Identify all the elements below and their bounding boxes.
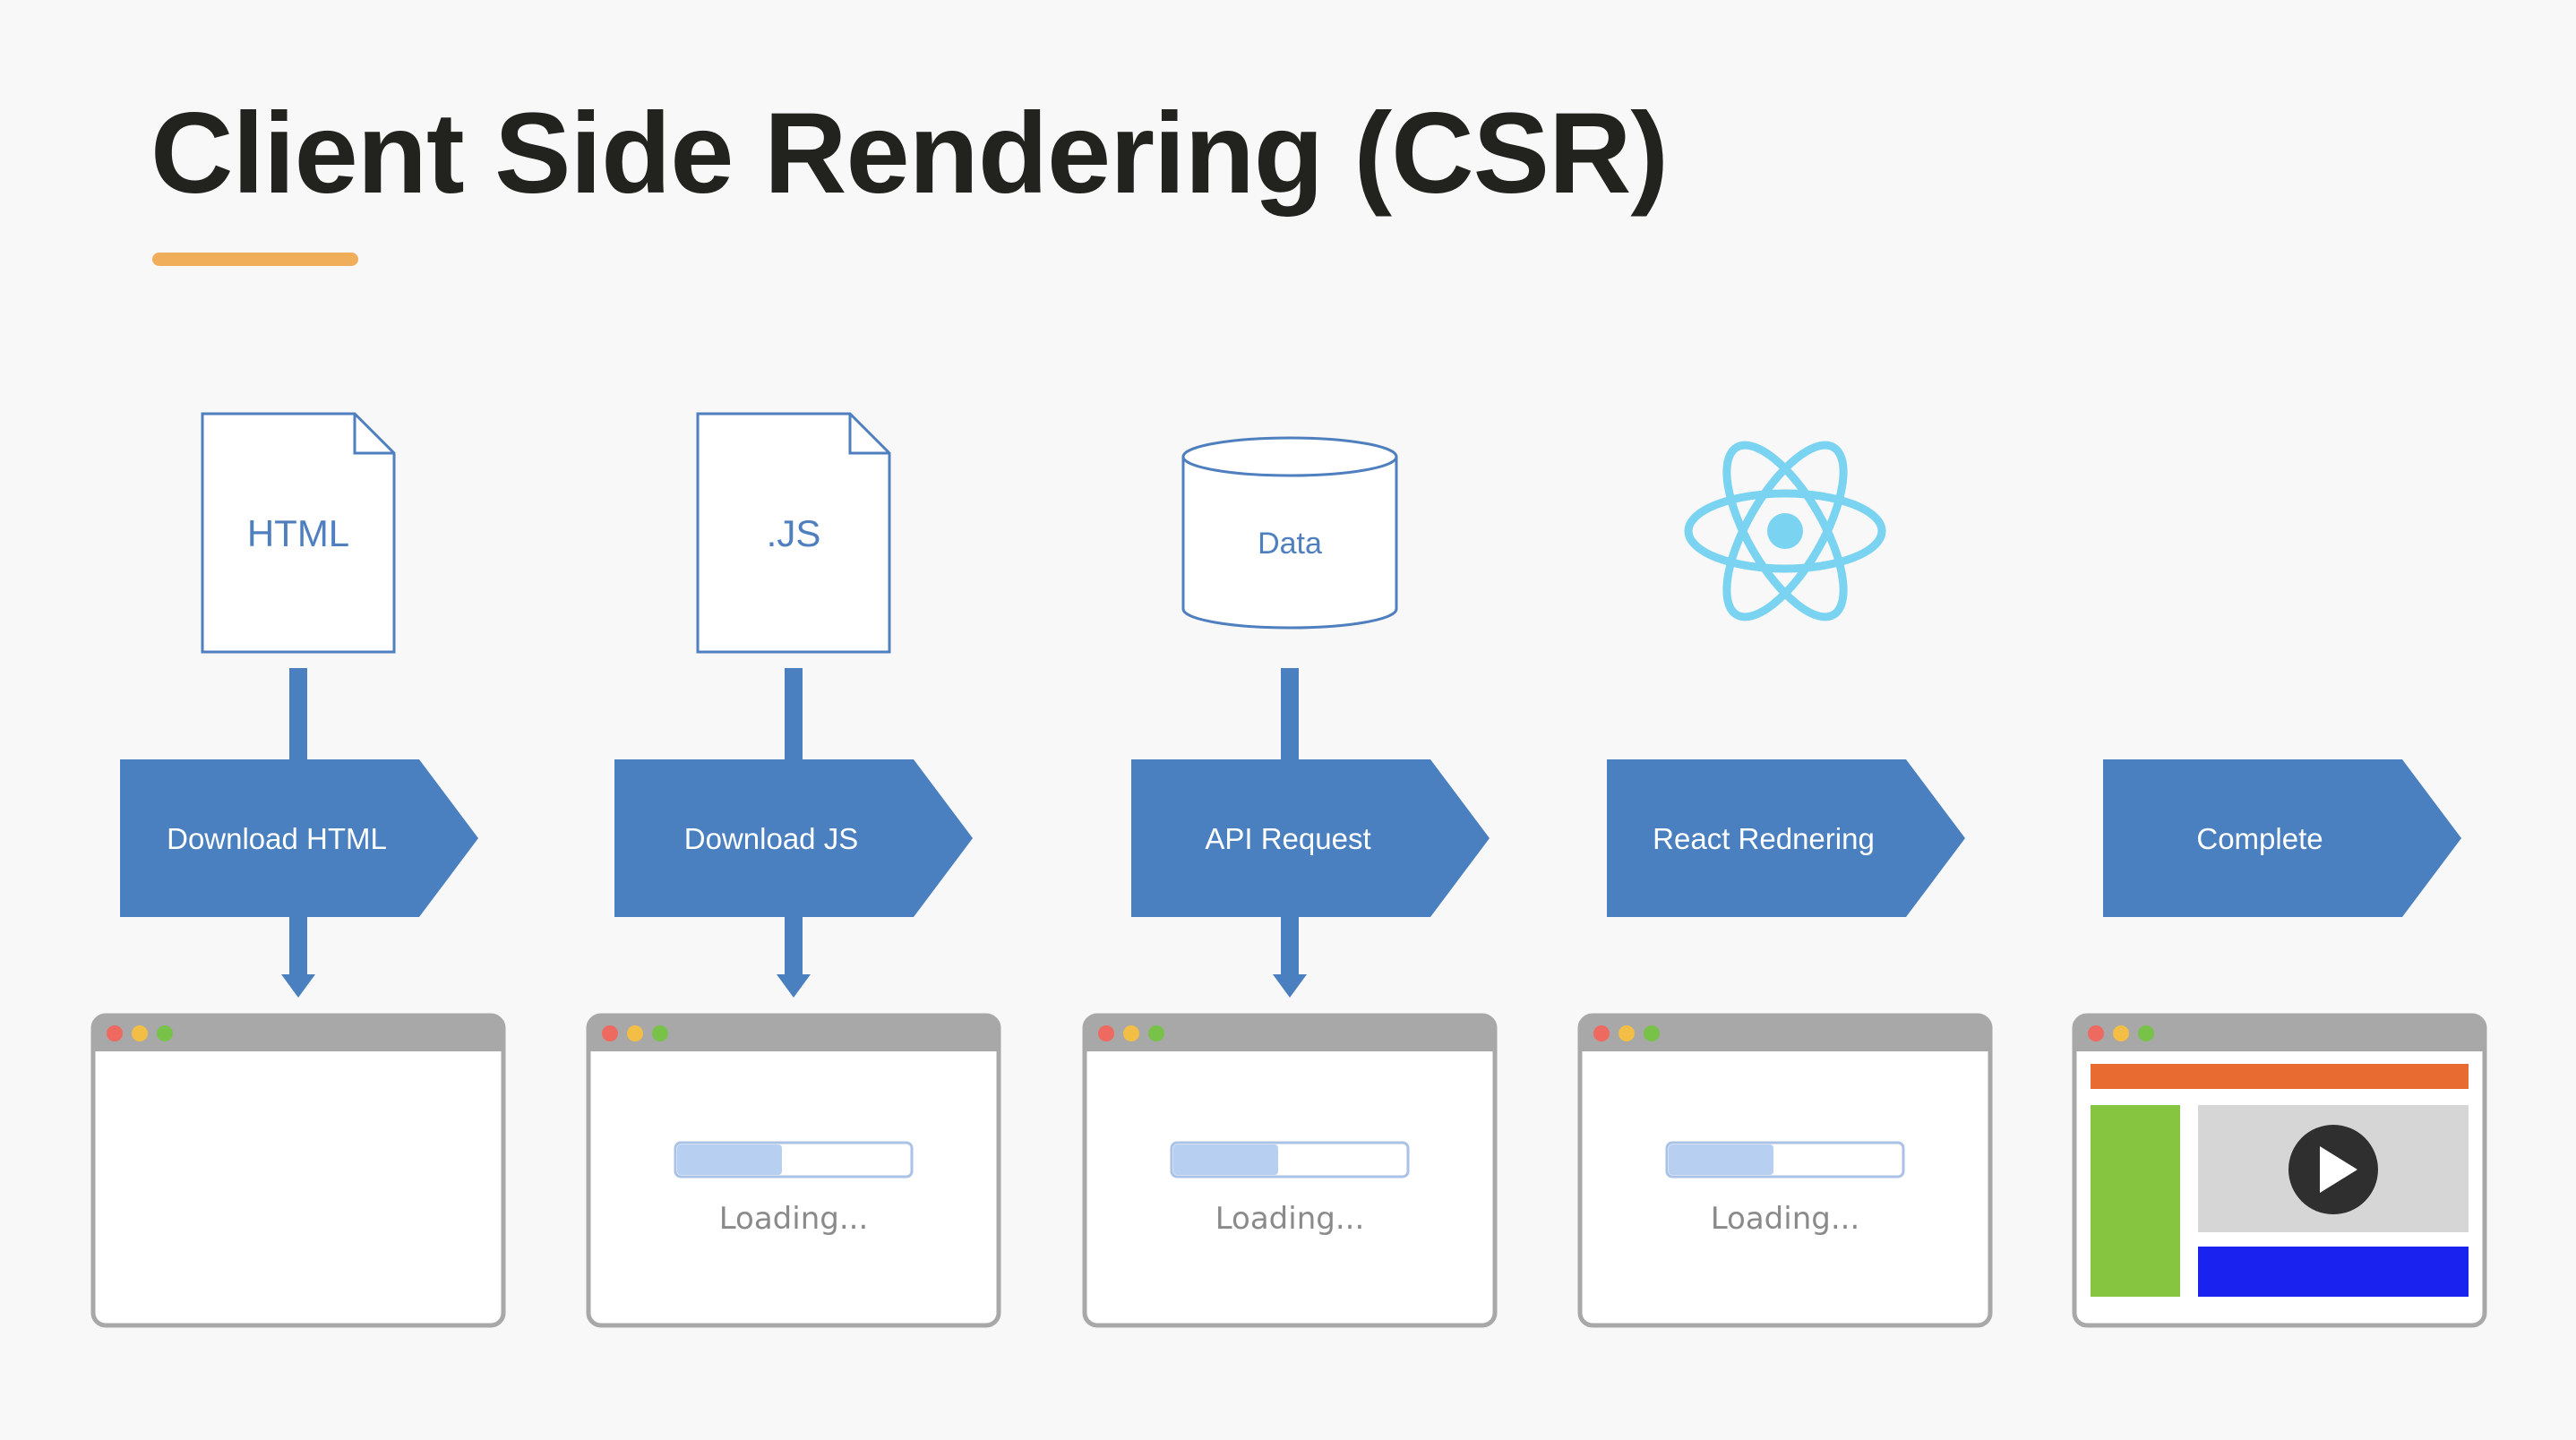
browser-window	[90, 1013, 506, 1328]
window-frame	[90, 1013, 506, 1328]
step-arrow	[1607, 759, 1965, 917]
maximize-dot	[1148, 1025, 1164, 1041]
progress-bar-fill	[1173, 1144, 1278, 1175]
down-arrow-head	[777, 974, 811, 998]
step-4: React RedneringLoading...	[1577, 441, 1993, 1328]
page-sidebar-block	[2091, 1105, 2180, 1297]
progress-bar-fill	[1669, 1144, 1773, 1175]
window-titlebar	[93, 1016, 503, 1051]
loading-label: Loading...	[719, 1201, 869, 1237]
step-2: .JS Download JS Loading...	[586, 412, 1001, 1328]
loading-label: Loading...	[1215, 1201, 1365, 1237]
down-arrow	[281, 917, 315, 998]
js-file-icon: .JS	[696, 412, 891, 654]
database-body	[1181, 457, 1398, 630]
database-icon: Data	[1181, 436, 1398, 630]
minimize-dot	[627, 1025, 643, 1041]
database-label: Data	[1258, 527, 1322, 561]
minimize-dot	[2113, 1025, 2129, 1041]
down-arrow-head	[1273, 974, 1307, 998]
step-arrow	[1131, 759, 1490, 917]
window-titlebar	[588, 1016, 999, 1051]
window-titlebar	[2074, 1016, 2485, 1051]
step-label: Download JS	[684, 822, 858, 855]
down-arrow	[1273, 917, 1307, 998]
minimize-dot	[132, 1025, 148, 1041]
step-label: API Request	[1205, 822, 1370, 855]
page-footer-block	[2198, 1247, 2469, 1297]
connector-line	[785, 668, 803, 759]
close-dot	[2088, 1025, 2104, 1041]
step-5: Complete	[2072, 759, 2487, 1328]
close-dot	[1098, 1025, 1114, 1041]
browser-window: Loading...	[1577, 1013, 1993, 1328]
browser-window	[2072, 1013, 2487, 1328]
step-arrow	[2103, 759, 2461, 917]
step-label: Complete	[2196, 822, 2323, 855]
react-atom-icon	[1684, 441, 1886, 621]
browser-window: Loading...	[1082, 1013, 1498, 1328]
database-top	[1181, 436, 1398, 477]
close-dot	[1593, 1025, 1610, 1041]
maximize-dot	[652, 1025, 668, 1041]
play-triangle-icon	[2320, 1146, 2357, 1193]
minimize-dot	[1619, 1025, 1635, 1041]
step-label: Download HTML	[167, 822, 387, 855]
file-label: HTML	[247, 512, 349, 554]
atom-orbit	[1722, 441, 1848, 621]
down-arrow-shaft	[1281, 917, 1299, 976]
html-file-icon: HTML	[201, 412, 396, 654]
maximize-dot	[1644, 1025, 1660, 1041]
page-header-block	[2091, 1064, 2469, 1089]
file-outline	[696, 412, 891, 654]
down-arrow-shaft	[289, 917, 307, 976]
step-arrow	[614, 759, 973, 917]
minimize-dot	[1123, 1025, 1139, 1041]
window-titlebar	[1085, 1016, 1495, 1051]
down-arrow-shaft	[785, 917, 803, 976]
loading-label: Loading...	[1711, 1201, 1860, 1237]
step-label: React Rednering	[1653, 822, 1875, 855]
down-arrow-head	[281, 974, 315, 998]
close-dot	[602, 1025, 618, 1041]
down-arrow	[777, 917, 811, 998]
browser-window: Loading...	[586, 1013, 1001, 1328]
atom-nucleus	[1767, 513, 1803, 549]
step-1: HTML Download HTML	[90, 412, 506, 1328]
connector-line	[1281, 668, 1299, 759]
window-titlebar	[1580, 1016, 1990, 1051]
connector-line	[289, 668, 307, 759]
file-corner-fold	[848, 414, 889, 455]
file-label: .JS	[767, 512, 821, 554]
page-title: Client Side Rendering (CSR)	[150, 90, 1669, 218]
maximize-dot	[2138, 1025, 2154, 1041]
atom-orbit	[1722, 441, 1848, 621]
progress-bar-fill	[677, 1144, 782, 1175]
close-dot	[107, 1025, 123, 1041]
maximize-dot	[157, 1025, 173, 1041]
step-arrow	[120, 759, 478, 917]
title-underline	[152, 253, 358, 266]
file-outline	[201, 412, 396, 654]
file-corner-fold	[353, 414, 394, 455]
atom-orbit	[1684, 489, 1886, 573]
